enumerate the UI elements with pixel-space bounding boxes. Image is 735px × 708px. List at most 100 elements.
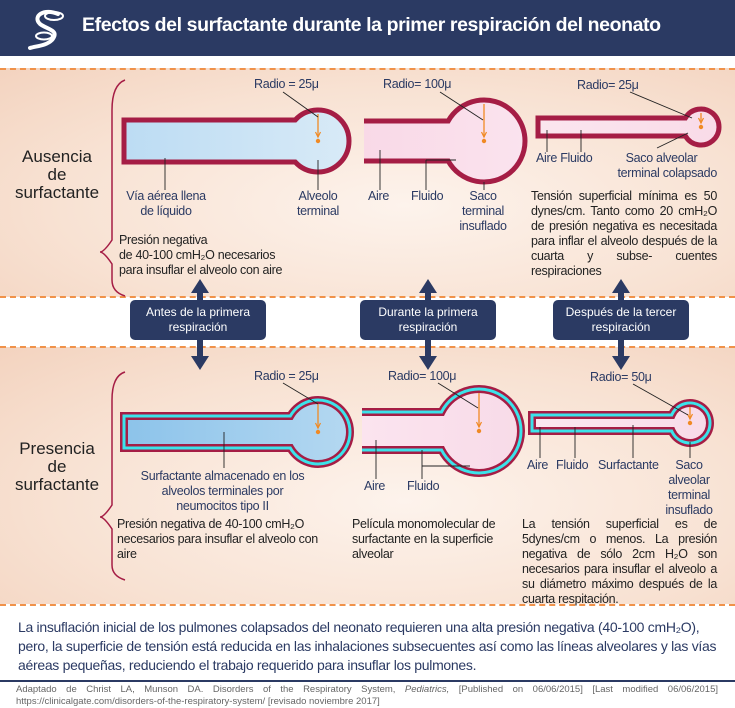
alveolus-fill	[538, 109, 719, 146]
summary-text: La insuflación inicial de los pulmones c…	[18, 619, 717, 673]
alveolus-wall	[121, 107, 352, 175]
arrow-down-icon	[612, 356, 630, 370]
arrow-head-icon	[314, 131, 322, 139]
label-line: terminal colapsado	[617, 166, 717, 180]
text-line: para insuflar el alveolo con aire	[119, 263, 283, 277]
arrow-up-icon	[191, 279, 209, 293]
center-dot	[481, 138, 487, 144]
alveolus-wall	[535, 106, 722, 148]
monolayer-text: Película monomolecular de surfactante en…	[352, 517, 496, 561]
leader-line	[632, 383, 689, 416]
label-line: terminal	[667, 488, 711, 502]
brace	[99, 371, 126, 581]
label-line: Saco	[675, 458, 703, 472]
alveolus-fill	[532, 403, 710, 444]
arrow-down-icon	[191, 356, 209, 370]
radius-label: Radio = 25μ	[254, 77, 319, 91]
label-line: de	[47, 165, 67, 184]
label-line: terminal	[296, 204, 340, 218]
citation-text: [Published on 06/06/2015] [Last modified…	[16, 684, 718, 707]
label-line: Saco alveolar	[625, 151, 698, 165]
label-line: Presencia	[19, 439, 95, 458]
stage-after-third-breath: Después de la tercer respiración	[553, 300, 689, 340]
arrow-up-icon	[612, 279, 630, 293]
arrow-down-icon	[419, 356, 437, 370]
divider	[0, 68, 735, 70]
label-line: neumocitos tipo II	[176, 499, 269, 513]
surfactant-layer	[122, 398, 352, 466]
fluido-label: Fluido	[556, 458, 589, 472]
arrow-head-icon	[686, 413, 694, 421]
aire-label: Aire	[364, 479, 386, 493]
center-dot	[315, 138, 321, 144]
fluido-label: Fluido	[411, 189, 444, 203]
radius-label: Radio= 50μ	[590, 370, 652, 384]
lung-logo-icon	[28, 9, 64, 50]
fluido-label: Fluido	[407, 479, 440, 493]
label-line: de líquido	[140, 204, 192, 218]
label-line: insuflado	[459, 219, 507, 233]
presence-tension-text: La tensión superficial es de 5dynes/cm o…	[522, 517, 717, 606]
label-line: Ausencia	[22, 147, 92, 166]
absence-tension-text: Tensión superficial mínima es 50 dynes/c…	[531, 189, 717, 278]
brace	[99, 79, 126, 297]
label-line: alveolar	[668, 473, 710, 487]
radius-label: Radio= 25μ	[577, 78, 639, 92]
citation-journal: Pediatrics,	[404, 684, 450, 695]
alveolus-fill	[364, 100, 525, 182]
surfactante-label: Surfactante	[598, 458, 659, 472]
label-line: Vía aérea llena	[126, 189, 206, 203]
arrow-head-icon	[697, 117, 705, 125]
surfactant-layer	[362, 387, 523, 475]
leader-line	[629, 91, 693, 119]
label-line: insuflado	[665, 503, 713, 517]
center-dot	[687, 420, 693, 426]
leader-line	[282, 382, 319, 405]
label-line: surfactante	[14, 475, 100, 494]
text-line: de 40-100 cmH₂O necesarios	[119, 248, 276, 262]
leader-line	[439, 91, 484, 121]
presence-panel	[0, 347, 735, 604]
arrow-head-icon	[480, 131, 488, 139]
divider	[0, 346, 735, 348]
aire-label: Aire	[368, 189, 390, 203]
leader-line	[437, 382, 479, 409]
radius-label: Radio = 25μ	[254, 369, 319, 383]
stage-during-first-breath: Durante la primera respiración	[360, 300, 496, 340]
aire-fluido-label: Aire Fluido	[536, 151, 593, 165]
radius-label: Radio= 100μ	[388, 369, 457, 383]
citation-text: Adaptado de Christ LA, Munson DA. Disord…	[16, 684, 405, 695]
page-title: Efectos del surfactante durante la prime…	[82, 14, 661, 36]
label-line: terminal	[461, 204, 505, 218]
radius-label: Radio= 100μ	[383, 77, 452, 91]
label-line: Surfactante almacenado en los	[140, 469, 305, 483]
presence-pressure-text: Presión negativa de 40-100 cmH₂O necesar…	[117, 517, 318, 561]
alveolus-fill	[362, 389, 522, 473]
stage-before-first-breath: Antes de la primera respiración	[130, 300, 266, 340]
divider	[0, 604, 735, 606]
leader-line	[282, 91, 319, 118]
arrow-head-icon	[314, 422, 322, 430]
divider	[0, 296, 735, 298]
label-line: Alveolo	[298, 189, 338, 203]
label-line: alveolos terminales por	[161, 484, 284, 498]
surfactant-layer	[530, 401, 712, 445]
text-line: Presión negativa	[119, 233, 208, 247]
center-dot	[476, 428, 482, 434]
arrow-up-icon	[419, 279, 437, 293]
alveolus-wall	[364, 97, 528, 185]
center-dot	[315, 429, 321, 435]
citation: Adaptado de Christ LA, Munson DA. Disord…	[16, 684, 718, 708]
leader-line	[656, 132, 689, 149]
aire-label: Aire	[527, 458, 549, 472]
center-dot	[698, 124, 704, 130]
